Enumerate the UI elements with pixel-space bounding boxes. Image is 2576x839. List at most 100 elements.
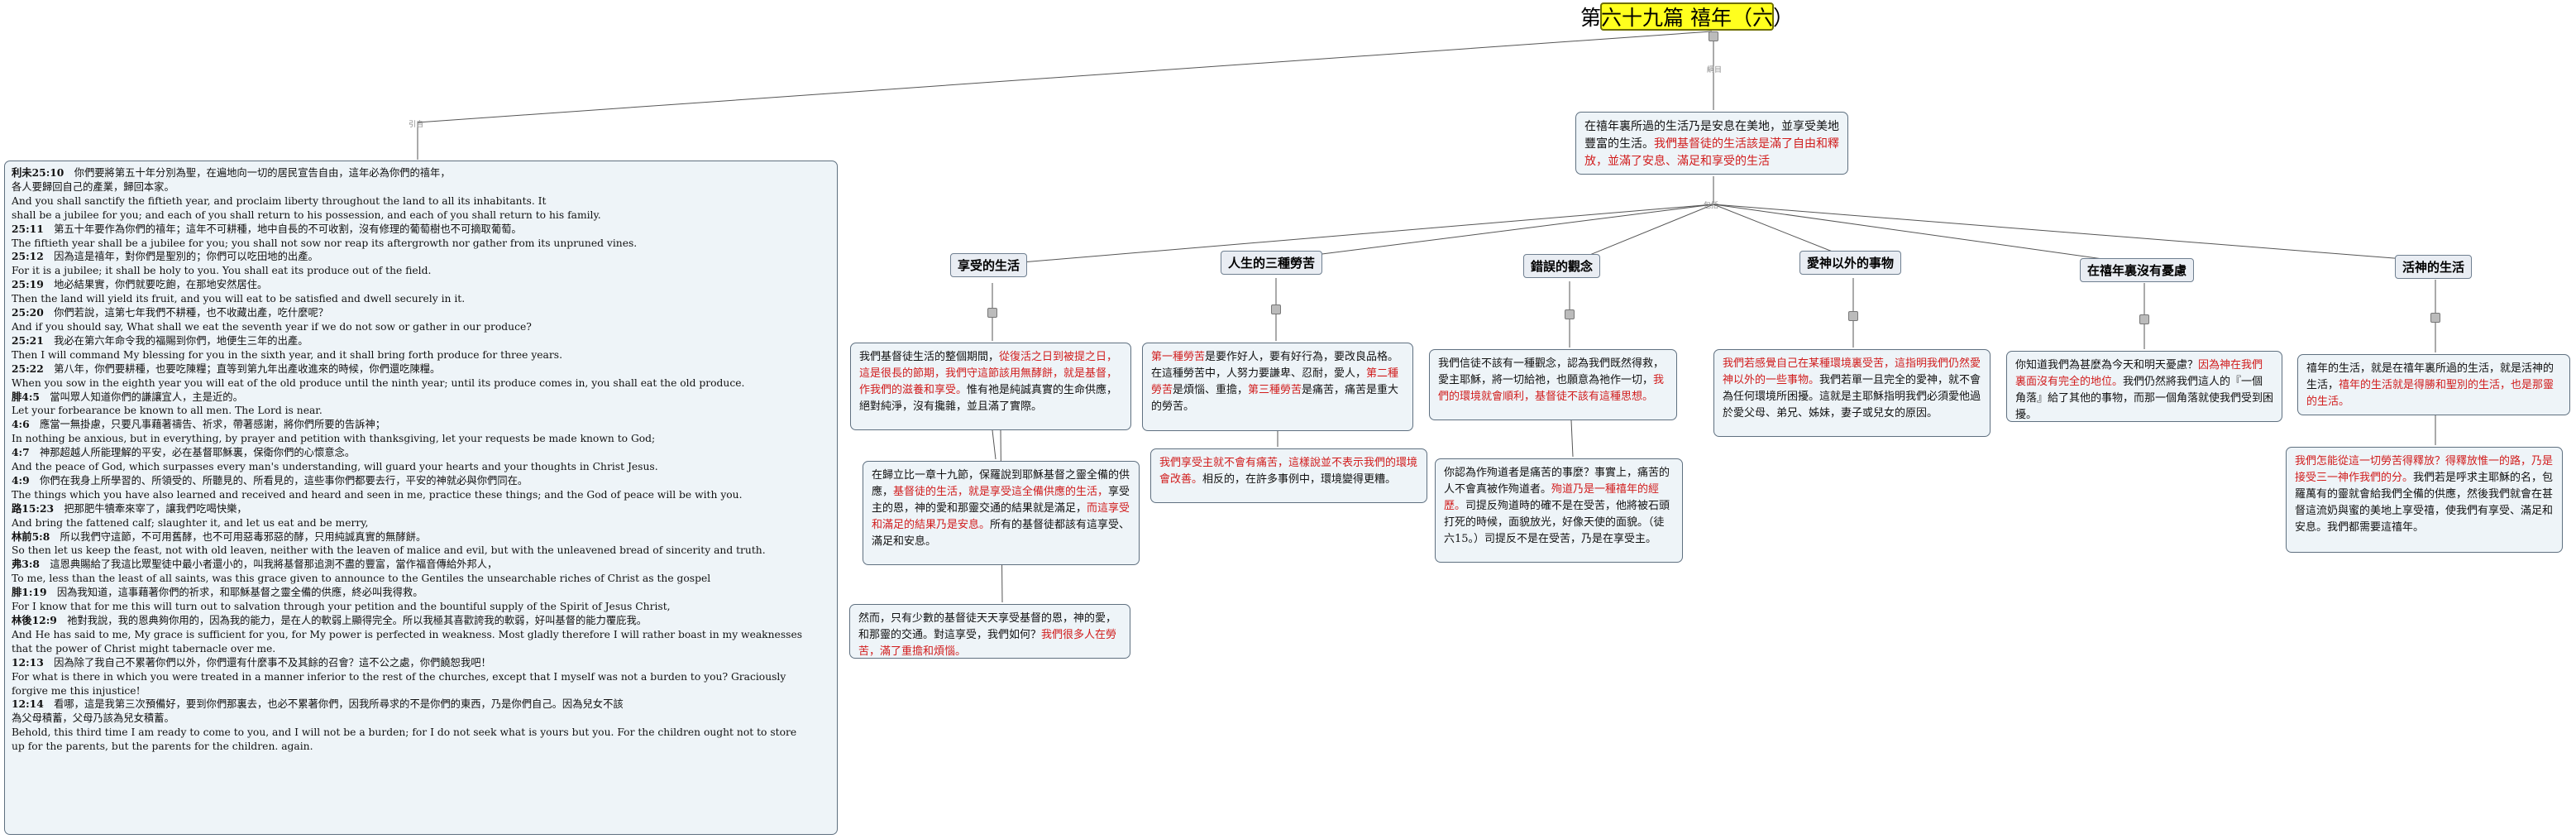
summary-highlight: 我們基督徒的生活該是滿了自由和釋放，並滿了安息、滿足和享受的生活	[1584, 137, 1839, 168]
scripture-line: 各人要歸回自己的產業，歸回本家。	[12, 180, 830, 194]
category-no-worry-in-jubilee[interactable]: 在禧年裏沒有憂慮	[2080, 258, 2195, 282]
scripture-text: For what is there in which you were trea…	[12, 670, 786, 683]
scripture-text: The fiftieth year shall be a jubilee for…	[12, 237, 638, 249]
detail-living-2[interactable]: 我們怎能從這一切勞苦得釋放？得釋放惟一的路，乃是接受三一神作我們的分。我們若是呼…	[2286, 447, 2563, 553]
scripture-line: For it is a jubilee; it shall be holy to…	[12, 264, 830, 278]
scripture-line: 腓4:5 當叫眾人知道你們的謙讓宜人，主是近的。	[12, 391, 830, 405]
category-wrong-concept[interactable]: 錯誤的觀念	[1523, 254, 1601, 278]
scripture-line: Behold, this third time I am ready to co…	[12, 726, 830, 740]
scripture-text: For I know that for me this will turn ou…	[12, 601, 671, 613]
scripture-line: 路15:23 把那肥牛犢牽來宰了，讓我們吃喝快樂，	[12, 502, 830, 516]
scripture-line: 4:9 你們在我身上所學習的、所領受的、所聽見的、所看見的，這些事你們都要去行，…	[12, 474, 830, 488]
note-icon[interactable]	[1709, 31, 1718, 41]
scripture-line: 12:13 因為除了我自己不累著你們以外，你們還有什麼事不及其餘的召會？這不公之…	[12, 656, 830, 670]
scripture-ref: 腓4:5	[12, 390, 40, 403]
scripture-text: 你們要將第五十年分別為聖，在遍地向一切的居民宣告自由，這年必為你們的禧年，	[74, 167, 451, 179]
scripture-ref: 25:21	[12, 333, 44, 347]
page-title[interactable]: 第六十九篇 禧年（六）	[1580, 2, 1794, 31]
scripture-ref: 弗3:8	[12, 558, 40, 571]
scripture-line: Let your forbearance be known to all men…	[12, 404, 830, 418]
scripture-text: 看哪，這是我第三次預備好，要到你們那裏去，也必不累著你們，因我所尋求的不是你們的…	[54, 698, 624, 711]
scripture-text: So then let us keep the feast, not with …	[12, 544, 766, 557]
category-three-labors[interactable]: 人生的三種勞苦	[1221, 251, 1323, 275]
scripture-ref: 林後12:9	[12, 614, 57, 626]
scripture-line: And He has said to me, My grace is suffi…	[12, 628, 830, 642]
connector-hub-labor	[1275, 204, 1714, 261]
scripture-line: The fiftieth year shall be a jubilee for…	[12, 237, 830, 251]
connector-hub-worry	[1713, 204, 2145, 266]
scripture-text: 你們若說，這第七年我們不耕種，也不收藏出產，吃什麼呢？	[54, 307, 329, 319]
scripture-line: The things which you have also learned a…	[12, 488, 830, 502]
scripture-line: 林前5:8 所以我們守這節，不可用舊酵，也不可用惡毒邪惡的酵，只用純誠真實的無酵…	[12, 530, 830, 544]
scripture-line: And the peace of God, which surpasses ev…	[12, 460, 830, 474]
scripture-line: And if you should say, What shall we eat…	[12, 320, 830, 334]
connector-enjoy-d2	[992, 429, 996, 460]
scripture-text: And the peace of God, which surpasses ev…	[12, 461, 658, 473]
note-icon[interactable]	[2430, 313, 2440, 323]
scripture-ref: 4:9	[12, 473, 30, 487]
scripture-text: 這恩典賜給了我這比眾聖徒中最小者還小的，叫我將基督那追測不盡的豐富，當作福音傳給…	[50, 559, 498, 571]
connector-hub-enjoy	[992, 204, 1714, 266]
scripture-text: When you sow in the eighth year you will…	[12, 376, 745, 389]
scripture-line: 4:6 應當一無掛慮，只要凡事藉著禱告、祈求，帶著感謝，將你們所要的告訴神；	[12, 418, 830, 432]
summary-node[interactable]: 在禧年裏所過的生活乃是安息在美地，並享受美地豐富的生活。我們基督徒的生活該是滿了…	[1575, 112, 1848, 175]
detail-enjoy-3[interactable]: 然而，只有少數的基督徒天天享受基督的恩，神的愛，和那靈的交通。對這享受，我們如何…	[849, 604, 1130, 659]
scripture-line: shall be a jubilee for you; and each of …	[12, 209, 830, 223]
detail-enjoy-2[interactable]: 在歸立比一章十九節，保羅說到耶穌基督之靈全備的供應，基督徒的生活，就是享受這全備…	[863, 461, 1140, 565]
scripture-ref: 4:7	[12, 446, 30, 459]
detail-enjoy-1[interactable]: 我們基督徒生活的整個期間，從復活之日到被提之日，這是很長的節期，我們守這節該用無…	[850, 343, 1131, 430]
scripture-text: forgive me this injustice!	[12, 684, 141, 697]
scripture-text: 你們在我身上所學習的、所領受的、所聽見的、所看見的，這些事你們都要去行，平安的神…	[39, 474, 528, 487]
note-icon[interactable]	[1848, 311, 1858, 321]
scripture-text: The things which you have also learned a…	[12, 488, 743, 501]
scripture-text: Behold, this third time I am ready to co…	[12, 726, 797, 739]
note-icon[interactable]	[987, 308, 997, 318]
scripture-text: And you shall sanctify the fiftieth year…	[12, 194, 547, 207]
detail-love[interactable]: 我們若感覺自己在某種環境裏受苦，這指明我們仍然愛神以外的一些事物。我們若單一且完…	[1713, 349, 1991, 437]
scripture-line: that the power of Christ might tabernacl…	[12, 642, 830, 656]
scripture-ref: 4:6	[12, 418, 30, 431]
scripture-text: up for the parents, but the parents for …	[12, 741, 313, 753]
scripture-text: Then the land will yield its fruit, and …	[12, 293, 466, 305]
detail-wrong-2[interactable]: 你認為作殉道者是痛苦的事麼？事實上，痛苦的人不會真被作殉道者。殉道乃是一種禧年的…	[1435, 458, 1683, 563]
scripture-text: 因為除了我自己不累著你們以外，你們還有什麼事不及其餘的召會？這不公之處，你們饒恕…	[54, 656, 491, 669]
note-icon[interactable]	[1271, 304, 1281, 314]
scripture-line: 腓1:19 因為我知道，這事藉著你們的祈求，和耶穌基督之靈全備的供應，終必叫我得…	[12, 586, 830, 600]
note-icon[interactable]	[1565, 309, 1575, 319]
category-living-god-life[interactable]: 活神的生活	[2395, 255, 2473, 279]
scripture-line: And you shall sanctify the fiftieth year…	[12, 194, 830, 209]
scripture-line: 4:7 神那超越人所能理解的平安，必在基督耶穌裏，保衛你們的心懷意念。	[12, 446, 830, 460]
scripture-text: Let your forbearance be known to all men…	[12, 405, 323, 417]
scripture-line: In nothing be anxious, but in everything…	[12, 432, 830, 446]
scripture-node[interactable]: 利未25:10 你們要將第五十年分別為聖，在遍地向一切的居民宣告自由，這年必為你…	[4, 161, 838, 835]
scripture-ref: 25:22	[12, 362, 44, 375]
scripture-text: 各人要歸回自己的產業，歸回本家。	[12, 180, 174, 193]
connector-wrong-d2	[1570, 420, 1574, 458]
connector-label-right: 包括	[1704, 202, 1719, 210]
scripture-text: 我必在第六年命令我的福賜到你們，地便生三年的出產。	[54, 334, 308, 347]
detail-wrong-1[interactable]: 我們信徒不該有一種觀念，認為我們既然得救，愛主耶穌，將一切給祂，也願意為祂作一切…	[1429, 349, 1677, 420]
scripture-text: In nothing be anxious, but in everything…	[12, 433, 656, 445]
detail-living-1[interactable]: 禧年的生活，就是在禧年裏所過的生活，就是活神的生活，禧年的生活就是得勝和聖別的生…	[2297, 354, 2570, 415]
category-enjoyment[interactable]: 享受的生活	[950, 253, 1028, 277]
scripture-line: So then let us keep the feast, not with …	[12, 544, 830, 558]
scripture-text: And if you should say, What shall we eat…	[12, 320, 532, 333]
scripture-text: And He has said to me, My grace is suffi…	[12, 628, 803, 640]
connector-label-left: 引自	[409, 121, 424, 129]
detail-worry[interactable]: 你知道我們為甚麼為今天和明天憂慮？因為神在我們裏面沒有完全的地位。我們仍然將我們…	[2006, 351, 2282, 422]
scripture-ref: 腓1:19	[12, 586, 47, 599]
scripture-line: 12:14 看哪，這是我第三次預備好，要到你們那裏去，也必不累著你們，因我所尋求…	[12, 698, 830, 712]
note-icon[interactable]	[2139, 314, 2149, 324]
connector-hub-wrong	[1569, 204, 1714, 264]
detail-labor-2[interactable]: 我們享受主就不會有痛苦，這樣說並不表示我們的環境會改善。相反的，在許多事例中，環…	[1150, 448, 1427, 503]
scripture-ref: 25:19	[12, 278, 44, 291]
scripture-line: 25:11 第五十年要作為你們的禧年；這年不可耕種，地中自長的不可收割，沒有修理…	[12, 223, 830, 237]
detail-labor-1[interactable]: 第一種勞苦是要作好人，要有好行為，要改良品格。在這種勞苦中，人努力要謙卑、忍耐，…	[1142, 343, 1413, 431]
scripture-text: 地必結果實，你們就要吃飽，在那地安然居住。	[54, 279, 268, 291]
scripture-text: 第八年，你們要耕種，也要吃陳糧；直等到第九年出產收進來的時候，你們還吃陳糧。	[54, 362, 441, 375]
scripture-text: 第五十年要作為你們的禧年；這年不可耕種，地中自長的不可收割，沒有修理的葡萄樹也不…	[54, 223, 522, 235]
category-love-other-things[interactable]: 愛神以外的事物	[1799, 251, 1902, 275]
scripture-ref: 25:12	[12, 250, 44, 263]
scripture-text: 把那肥牛犢牽來宰了，讓我們吃喝快樂，	[64, 502, 247, 515]
scripture-line: Then I will command My blessing for you …	[12, 348, 830, 362]
